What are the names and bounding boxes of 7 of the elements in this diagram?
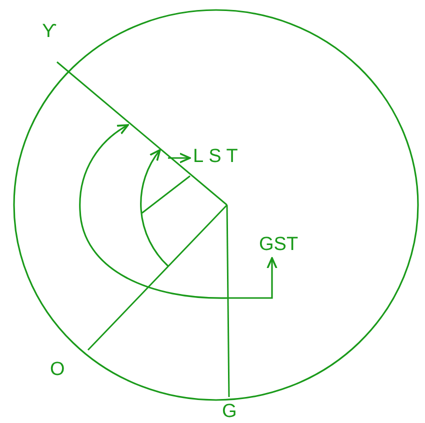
point-label: O xyxy=(50,360,65,380)
leader-arrow xyxy=(168,152,191,164)
point-label: G xyxy=(222,402,237,422)
leader-arrow xyxy=(229,257,278,299)
point-label: ϒ xyxy=(42,22,57,42)
angle-label: LST xyxy=(193,147,243,167)
angle-label: GST xyxy=(259,235,298,255)
